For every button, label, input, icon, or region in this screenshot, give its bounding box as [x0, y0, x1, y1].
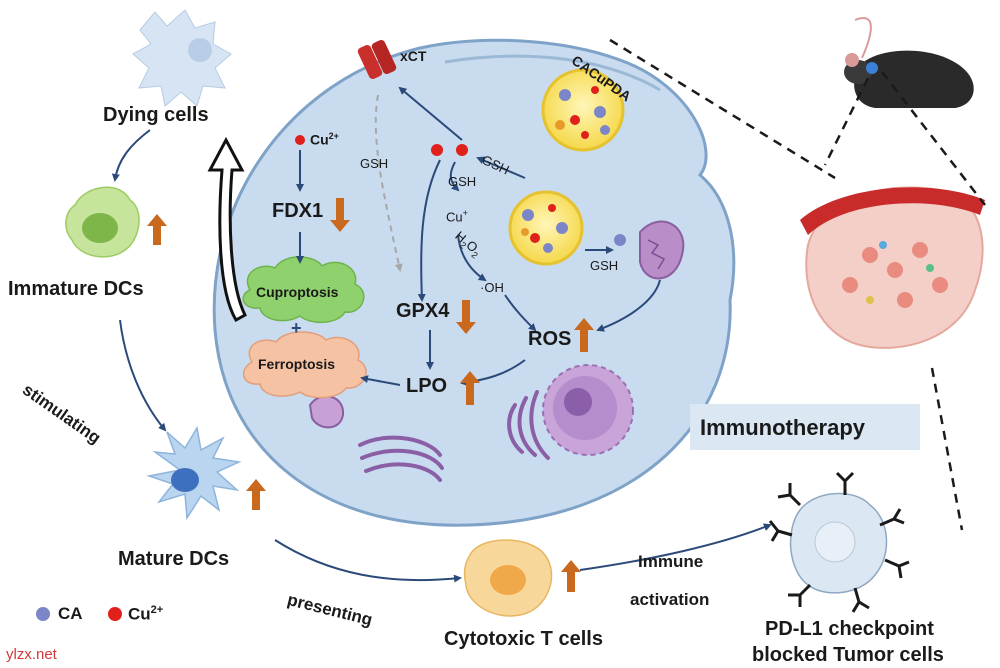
tumor-label-line2: blocked Tumor cells — [752, 644, 944, 666]
ca-particle-icon — [614, 234, 626, 246]
plus-sign: + — [291, 318, 302, 338]
mouse-icon — [844, 17, 974, 108]
orange-arrows — [147, 198, 920, 592]
immunotherapy-label: Immunotherapy — [700, 415, 866, 440]
nucleus-icon — [542, 364, 634, 456]
legend-cu2-icon — [108, 607, 122, 621]
endoplasmic-reticulum-icon — [507, 390, 550, 460]
fdx1-label: FDX1 — [272, 200, 324, 222]
activation-label: activation — [630, 590, 710, 609]
gpx4-label: GPX4 — [396, 300, 450, 322]
mature-dc-icon — [146, 425, 242, 521]
lpo-label: LPO — [406, 375, 448, 397]
cuproptosis-label: Cuproptosis — [256, 284, 339, 300]
xct-label: xCT — [400, 48, 427, 64]
ros-label: ROS — [528, 328, 572, 350]
mitochondrion-icon — [639, 220, 685, 280]
dying-cells-label: Dying cells — [103, 104, 209, 126]
flow-arrows — [111, 129, 772, 583]
pd-l1-blocked-tumor-cell-icon — [768, 471, 910, 613]
hydroxyl-radical-label: ·OH — [480, 280, 504, 295]
legend-ca-label: CA — [58, 604, 83, 623]
dashed-connectors — [609, 38, 986, 531]
immature-dc-icon — [65, 186, 140, 258]
ferroptosis-label: Ferroptosis — [258, 356, 336, 372]
gsh-efflux-arrow — [374, 94, 403, 272]
cacupda-nanoparticle-icon — [541, 68, 625, 152]
immature-dcs-label: Immature DCs — [8, 278, 144, 300]
cacupda-nanoparticle-inner-icon — [508, 190, 584, 266]
immunotherapy-box — [690, 404, 920, 450]
hollow-up-arrow — [207, 136, 247, 323]
tumor-label-line1: PD-L1 checkpoint — [765, 618, 934, 640]
golgi-apparatus-icon — [358, 435, 444, 482]
cu2-dot-icon — [295, 135, 305, 145]
cu-plus-label: Cu+ — [446, 208, 468, 225]
legend-cu-label: Cu2+ — [128, 604, 164, 624]
tumor-tissue-icon — [800, 186, 985, 349]
cu2-dot-icon — [456, 144, 468, 156]
mitochondrion-small-icon — [308, 395, 345, 429]
cu2-dot-icon — [431, 144, 443, 156]
watermark: ylzx.net — [6, 646, 57, 663]
mature-dcs-label: Mature DCs — [118, 548, 230, 570]
xct-transporter-icon — [357, 39, 397, 80]
legend-ca-icon — [36, 607, 50, 621]
gsh-efflux-label: GSH — [360, 156, 389, 171]
cuproptosis-cloud — [242, 256, 365, 323]
t-cells-label: Cytotoxic T cells — [444, 628, 603, 650]
dying-cells-icon — [132, 9, 232, 107]
gsh-right-label: GSH — [590, 258, 619, 273]
cu2-label: Cu2+ — [310, 131, 339, 148]
gsh-mid-label: GSH — [448, 174, 477, 189]
immune-label: Immune — [638, 552, 704, 571]
cytotoxic-t-cell-icon — [463, 539, 553, 617]
